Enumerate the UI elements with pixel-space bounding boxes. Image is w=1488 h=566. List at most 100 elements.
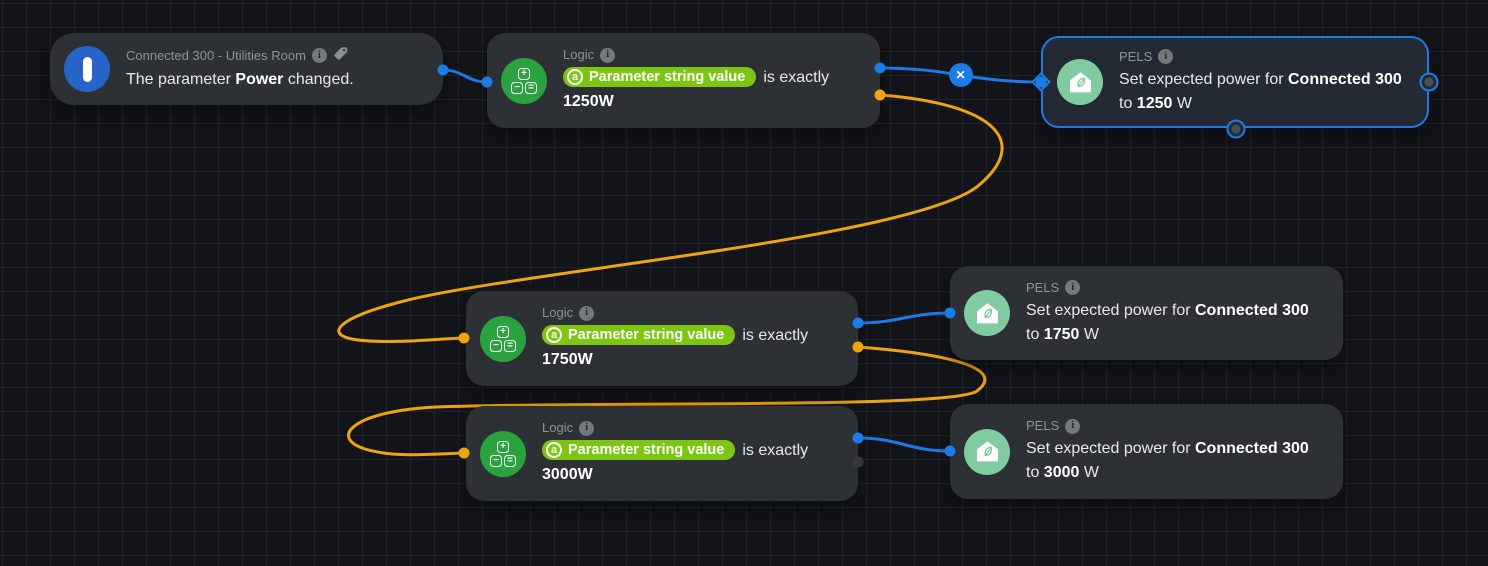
node-header: PELS i: [1119, 49, 1409, 65]
node-header-label: PELS: [1026, 418, 1060, 433]
node-body-text: 3000: [1043, 464, 1080, 481]
wire-trigger-connected-300.out[interactable]: [441, 68, 489, 84]
node-body-text: to: [1026, 325, 1044, 343]
node-body-text: Set expected power for: [1026, 301, 1195, 319]
port-logic-1250.false[interactable]: [874, 89, 886, 101]
argument-chip-label: Parameter string value: [568, 442, 725, 459]
port-pels-set-1250.in[interactable]: [1035, 76, 1047, 88]
port-pels-set-1750.in[interactable]: [944, 307, 956, 319]
node-header-label: PELS: [1119, 48, 1153, 64]
info-icon[interactable]: i: [1065, 280, 1081, 295]
text-token-icon: a: [546, 327, 562, 344]
node-body-text: to: [1026, 464, 1044, 481]
text-token-icon: a: [567, 69, 583, 86]
argument-chip-label: Parameter string value: [568, 327, 725, 344]
node-body-text: Set expected power for: [1026, 440, 1195, 457]
node-body: Set expected power for Connected 300 to …: [1026, 299, 1325, 347]
node-body-text: changed.: [283, 71, 354, 88]
pels-house-icon: [964, 290, 1010, 336]
argument-chip[interactable]: a Parameter string value: [542, 440, 736, 461]
condition-text: is exactly: [742, 327, 809, 344]
node-header: PELS i: [1026, 418, 1325, 434]
node-body-text: Power: [235, 71, 284, 88]
port-logic-1750.in[interactable]: [458, 332, 470, 344]
argument-chip[interactable]: a Parameter string value: [563, 67, 757, 88]
node-body: Set expected power for Connected 300 to …: [1119, 68, 1409, 116]
condition-text: is exactly: [742, 442, 809, 459]
node-body-text: W: [1079, 325, 1099, 343]
port-logic-3000.true[interactable]: [852, 432, 864, 444]
wire-logic-3000.true[interactable]: [856, 436, 952, 453]
logic-icon: +−=: [501, 57, 547, 104]
node-header-label: Logic: [542, 305, 574, 320]
node-body-text: 1750: [1043, 325, 1080, 343]
port-pels-set-1250.right[interactable]: [1424, 77, 1434, 87]
info-icon[interactable]: i: [1065, 418, 1081, 434]
port-logic-1250.true[interactable]: [874, 62, 886, 74]
pels-house-icon: [1057, 59, 1103, 105]
calculator-glyph: +−=: [490, 440, 516, 467]
port-pels-set-3000.in[interactable]: [944, 445, 956, 457]
node-body-text: 1250: [1136, 94, 1173, 112]
wire-logic-1250.false[interactable]: [337, 93, 1004, 344]
node-body-text: Set expected power for: [1119, 70, 1288, 88]
info-icon[interactable]: i: [579, 420, 595, 436]
node-header: PELS i: [1026, 280, 1325, 296]
port-trigger-connected-300.out[interactable]: [437, 64, 449, 76]
device-plug-glyph: [82, 56, 92, 82]
node-body: a Parameter string value is exactly 1750W: [542, 324, 808, 372]
node-body-text: Connected 300: [1287, 70, 1402, 88]
house-leaf-glyph: [976, 441, 998, 462]
text-token-icon: a: [546, 442, 562, 459]
node-header-label: Logic: [542, 420, 574, 435]
node-body-text: Connected 300: [1194, 440, 1309, 457]
condition-value: 1750W: [542, 351, 593, 368]
port-logic-3000.in[interactable]: [458, 447, 470, 459]
wire-logic-1750.false[interactable]: [347, 345, 987, 457]
house-leaf-glyph: [1069, 71, 1091, 92]
info-icon[interactable]: i: [1158, 49, 1174, 64]
port-pels-set-1250.bottom[interactable]: [1231, 124, 1241, 134]
condition-text: is exactly: [763, 69, 830, 86]
house-leaf-glyph: [976, 302, 998, 323]
wire-logic-1750.true[interactable]: [856, 311, 952, 325]
argument-chip-label: Parameter string value: [589, 69, 746, 86]
disconnect-wire-button[interactable]: ✕: [948, 63, 973, 87]
node-header-label: Logic: [563, 47, 595, 62]
node-body: The parameter Power changed.: [126, 68, 354, 92]
port-logic-1750.false[interactable]: [852, 341, 864, 353]
info-icon[interactable]: i: [579, 305, 595, 321]
info-icon[interactable]: i: [311, 48, 327, 63]
tag-icon: [333, 46, 348, 65]
port-logic-3000.false[interactable]: [852, 456, 864, 468]
node-body-text: W: [1172, 94, 1192, 112]
node-body-text: The parameter: [126, 71, 236, 88]
argument-chip[interactable]: a Parameter string value: [542, 325, 736, 346]
port-logic-1750.true[interactable]: [852, 317, 864, 329]
info-icon[interactable]: i: [600, 47, 616, 63]
node-header-label: PELS: [1026, 279, 1060, 295]
calculator-glyph: +−=: [511, 67, 537, 94]
port-logic-1250.in[interactable]: [481, 76, 493, 88]
